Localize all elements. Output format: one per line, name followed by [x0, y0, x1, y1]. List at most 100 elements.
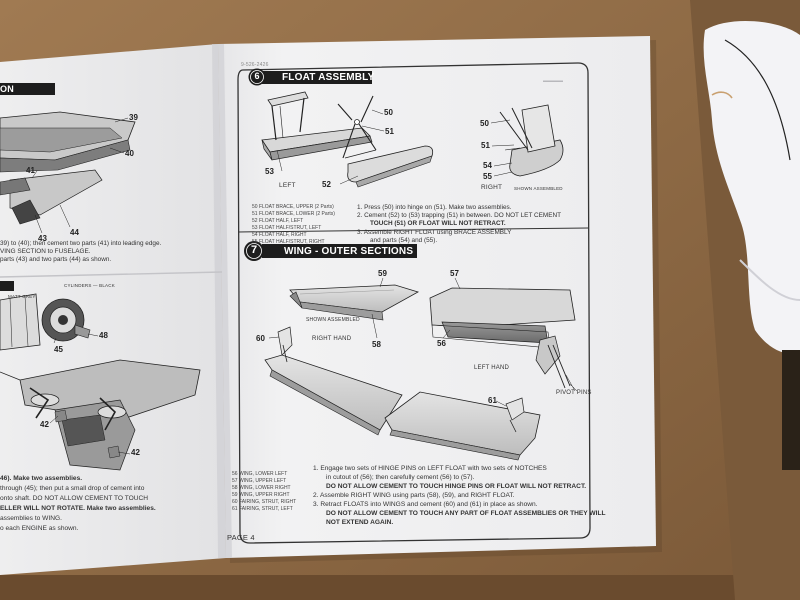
legend-line: 51 FLOAT BRACE, LOWER (2 Parts)	[252, 211, 335, 217]
plastic-fold	[724, 39, 791, 161]
left-wing-upper-drawing	[429, 287, 576, 389]
legend-line: 59 WING, UPPER RIGHT	[232, 492, 290, 498]
step7-leaders	[268, 277, 578, 407]
step6-title: FLOAT ASSEMBLY	[282, 72, 375, 83]
page-number: PAGE 4	[227, 533, 255, 542]
shown-assembled-label: SHOWN ASSEMBLED	[514, 186, 563, 191]
step7-number: 7	[250, 244, 258, 256]
part-label: 50	[480, 119, 489, 128]
left-step2-title-bar	[0, 281, 14, 291]
step7-title: WING - OUTER SECTIONS	[284, 246, 414, 257]
part-label: 50	[384, 108, 393, 117]
dark-object	[782, 350, 800, 470]
legend-line: 50 FLOAT BRACE, UPPER (2 Parts)	[252, 204, 334, 210]
instruction-line: TOUCH (51) OR FLOAT WILL NOT RETRACT.	[370, 220, 506, 228]
part-label: 48	[99, 331, 108, 340]
step7-parts-legend: 56 WING, LOWER LEFT 57 WING, UPPER LEFT …	[232, 471, 296, 513]
instruction-line: 2. Cement (52) to (53) trapping (51) in …	[357, 212, 561, 220]
instruction-line: 39) to (40); then cement two parts (41) …	[0, 240, 162, 247]
engine-drawing	[0, 293, 91, 351]
legend-line: 54 FLOAT HALF, RIGHT	[252, 232, 307, 238]
wing-shown-assembled-label: SHOWN ASSEMBLED	[306, 317, 360, 323]
legend-line: 55 FLOAT HALF/STRUT, RIGHT	[252, 239, 325, 245]
instruction-line: parts (43) and two parts (44) as shown.	[0, 256, 112, 263]
instruction-line: 3. Assemble RIGHT FLOAT using BRACE ASSE…	[357, 228, 512, 236]
left-leaders-2	[49, 333, 131, 455]
right-float-half-drawing	[347, 145, 434, 188]
instruction-line: ELLER WILL NOT ROTATE. Make two assembli…	[0, 505, 156, 512]
instruction-line: 1. Press (50) into hinge on (51). Make t…	[357, 204, 512, 211]
instruction-line: NOT EXTEND AGAIN.	[326, 519, 394, 526]
legend-line: 57 WING, UPPER LEFT	[232, 478, 287, 484]
step7-instructions: 1. Engage two sets of HINGE PINS on LEFT…	[313, 464, 606, 527]
instruction-line: and parts (54) and (55).	[370, 236, 438, 244]
part-label: 43	[38, 234, 47, 243]
part-label: 52	[322, 180, 331, 189]
cardboard-edge	[0, 575, 800, 600]
part-label: 55	[483, 172, 492, 181]
right-hand-label: RIGHT HAND	[312, 336, 352, 342]
part-label: 57	[450, 269, 459, 278]
right-wing-upper-drawing	[289, 284, 420, 321]
instruction-line: assemblies to WING.	[0, 515, 62, 522]
left-float-drawing	[261, 91, 373, 161]
step6-parts-legend: 50 FLOAT BRACE, UPPER (2 Parts) 51 FLOAT…	[252, 204, 335, 246]
step6-leaders	[276, 109, 515, 185]
legend-line: 61 FAIRING, STRUT, LEFT	[232, 506, 293, 512]
legend-line: 53 FLOAT HALF/STRUT, LEFT	[252, 225, 322, 231]
part-label: 42	[40, 420, 49, 429]
aircraft-underside-drawing	[0, 359, 201, 471]
right-wing-lower-drawing	[264, 326, 403, 436]
left-float-label: LEFT	[279, 182, 296, 189]
right-float-label: RIGHT	[481, 184, 503, 191]
part-label: 59	[378, 269, 387, 278]
instruction-line: through (45); then put a small drop of c…	[0, 485, 145, 492]
left-step-title-fragment: ON	[0, 84, 14, 94]
instruction-line: in cutout of (56); then carefully cement…	[326, 474, 475, 481]
part-label: 51	[385, 127, 394, 136]
legend-line: 56 WING, LOWER LEFT	[232, 471, 288, 477]
part-label: 41	[26, 166, 35, 175]
step7-title-bar	[262, 244, 417, 258]
float-assembled-drawing	[499, 104, 564, 177]
instruction-line: o each ENGINE as shown.	[0, 525, 79, 532]
left-fuselage-drawing	[0, 111, 136, 225]
instruction-line: 1. Engage two sets of HINGE PINS on LEFT…	[313, 465, 547, 472]
part-label: 44	[70, 228, 79, 237]
instruction-line: DO NOT ALLOW CEMENT TO TOUCH ANY PART OF…	[326, 510, 606, 517]
part-label: 45	[54, 345, 63, 354]
left-step-title-bar	[0, 83, 55, 95]
legend-line: 58 WING, LOWER RIGHT	[232, 485, 291, 491]
part-label: 54	[483, 161, 492, 170]
document-code: 9-526-2426	[241, 62, 269, 68]
left-wing-lower-drawing	[384, 391, 541, 461]
part-label: 40	[125, 149, 134, 158]
part-label: 58	[372, 340, 381, 349]
left-page-text-bottom: 46). Make two assemblies. through (45); …	[0, 474, 156, 534]
step6-number: 6	[254, 71, 260, 81]
instruction-line: 2. Assemble RIGHT WING using parts (58),…	[313, 492, 515, 499]
page-logo: ▬▬▬▬	[543, 78, 563, 84]
step7-badge	[244, 241, 264, 261]
left-hand-label: LEFT HAND	[474, 365, 510, 371]
part-label: 39	[129, 113, 138, 122]
part-label: 53	[265, 167, 274, 176]
instruction-line: DO NOT ALLOW CEMENT TO TOUCH HINGE PINS …	[326, 483, 587, 490]
step6-instructions: 1. Press (50) into hinge on (51). Make t…	[357, 204, 561, 245]
part-label: 51	[481, 141, 490, 150]
cylinders-black-callout: CYLINDERS — BLACK	[64, 283, 115, 288]
instruction-line: onto shaft. DO NOT ALLOW CEMENT TO TOUCH	[0, 495, 149, 502]
left-page-text-top: 39) to (40); then cement two parts (41) …	[0, 240, 161, 264]
left-leaders	[31, 117, 129, 234]
part-label: 60	[256, 334, 265, 343]
legend-line: 52 FLOAT HALF, LEFT	[252, 218, 304, 224]
instruction-line: 3. Retract FLOATS into WINGS and cement …	[313, 501, 538, 508]
matt-grey-callout: MATT GREY	[8, 294, 36, 299]
step6-title-bar	[262, 71, 372, 84]
braces-drawing	[337, 95, 377, 159]
legend-line: 60 FAIRING, STRUT, RIGHT	[232, 499, 297, 505]
part-label: 56	[437, 339, 446, 348]
part-label: 42	[131, 448, 140, 457]
instruction-line: VING SECTION to FUSELAGE.	[0, 248, 91, 255]
